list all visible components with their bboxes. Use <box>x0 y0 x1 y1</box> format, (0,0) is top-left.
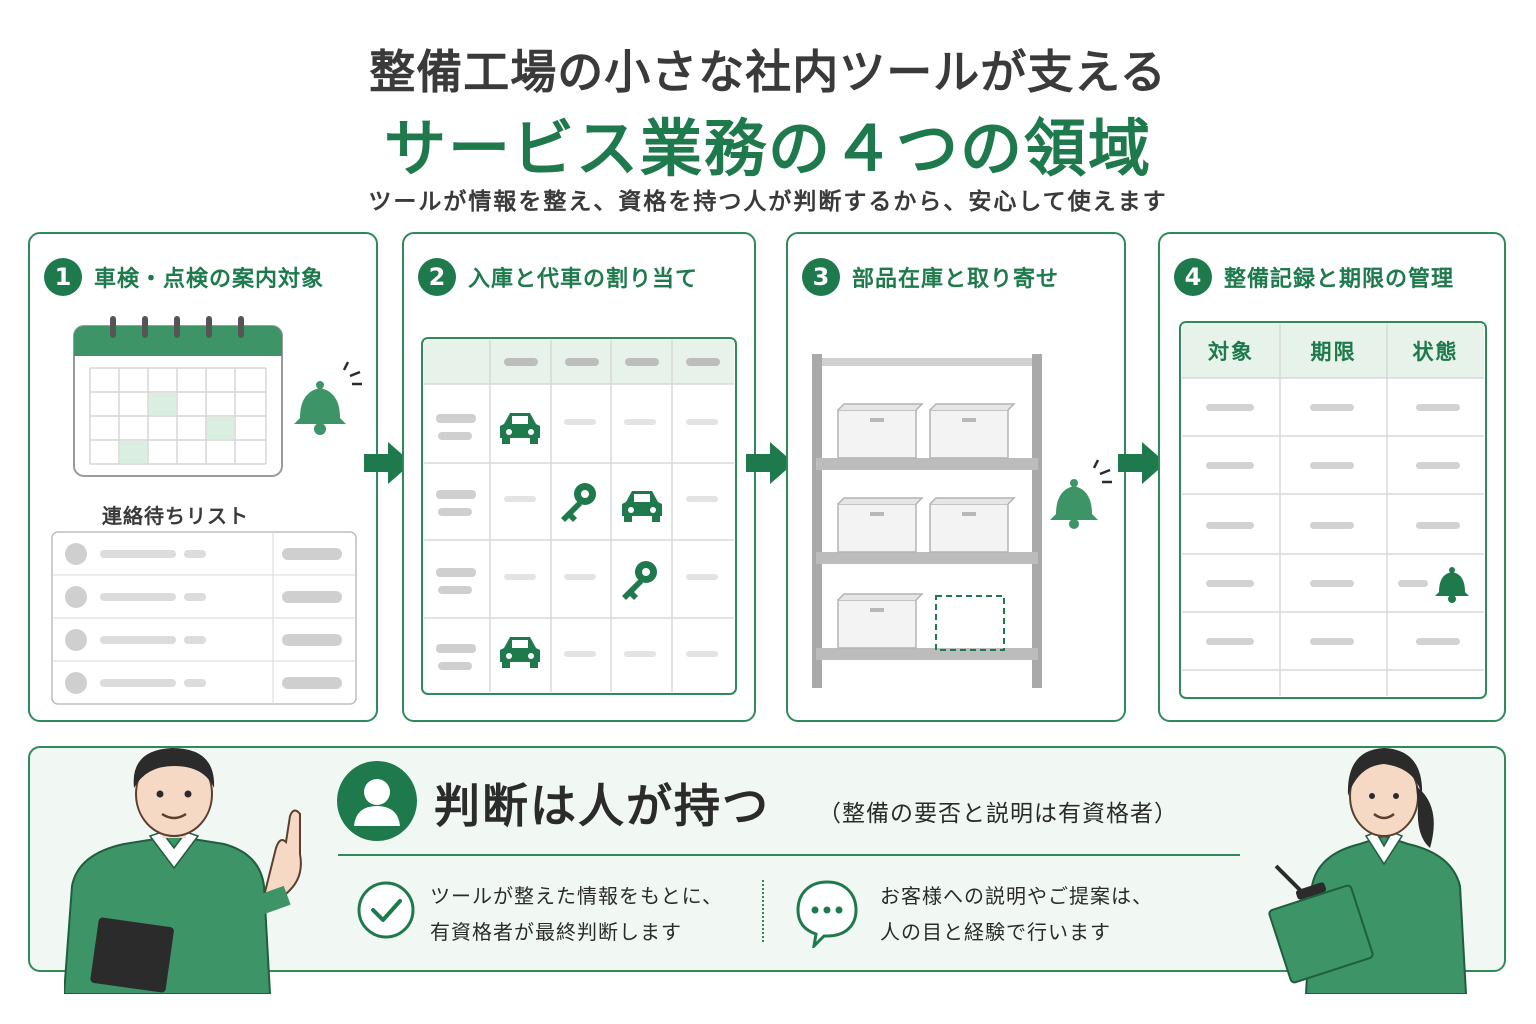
page-title: 整備工場の小さな社内ツールが支える <box>369 45 1167 99</box>
table-header-status: 状態 <box>1412 340 1459 364</box>
panel-maintenance-records: 4 整備記録と期限の管理 対象 期限 状態 <box>1158 232 1506 722</box>
panel-title: 1 車検・点検の案内対象 <box>44 258 324 296</box>
car-icon <box>500 413 540 444</box>
page-subtitle-main: サービス業務の４つの領域 <box>383 112 1152 185</box>
panel-title-text: 整備記録と期限の管理 <box>1224 267 1455 292</box>
panel-title-text: 入庫と代車の割り当て <box>468 267 699 292</box>
car-icon <box>500 637 540 668</box>
bell-icon <box>294 361 362 435</box>
step-number: 4 <box>1174 258 1212 296</box>
point-divider <box>762 880 764 942</box>
panel-inspection-notice: 1 車検・点検の案内対象 <box>28 232 378 722</box>
key-icon <box>622 561 657 600</box>
key-icon <box>561 483 596 522</box>
panel-title: 2 入庫と代車の割り当て <box>418 258 698 296</box>
panel-title: 4 整備記録と期限の管理 <box>1174 258 1454 296</box>
mechanic-illustration-left <box>64 748 302 994</box>
panel-title: 3 部品在庫と取り寄せ <box>802 258 1059 296</box>
divider <box>338 854 1240 856</box>
point1-line2: 有資格者が最終判断します <box>430 920 682 944</box>
mechanic-illustration-right <box>1268 748 1468 994</box>
arrow-right-icon <box>364 442 412 484</box>
panel-title-text: 車検・点検の案内対象 <box>94 267 325 292</box>
point1-line1: ツールが整えた情報をもとに、 <box>430 884 723 908</box>
calendar-icon <box>73 316 283 477</box>
bell-icon <box>1050 459 1112 529</box>
panel-loaner-assignment: 2 入庫と代車の割り当て <box>402 232 756 722</box>
assignment-grid <box>421 337 737 695</box>
person-icon <box>337 761 417 841</box>
records-table <box>1179 321 1487 699</box>
table-header-target: 対象 <box>1208 340 1254 364</box>
box-icon <box>837 403 1016 649</box>
page-tagline: ツールが情報を整え、資格を持つ人が判断するから、安心して使えます <box>368 189 1168 215</box>
panel-parts-inventory: 3 部品在庫と取り寄せ <box>786 232 1126 722</box>
step-number: 1 <box>44 258 82 296</box>
judgement-note: （整備の要否と説明は有資格者） <box>818 801 1178 827</box>
table-header-deadline: 期限 <box>1310 340 1357 364</box>
point2-line1: お客様への説明やご提案は、 <box>880 884 1153 908</box>
check-icon <box>357 881 415 939</box>
judgement-heading: 判断は人が持つ <box>434 779 770 833</box>
arrow-right-icon <box>1118 442 1166 484</box>
speech-bubble-icon <box>796 880 858 948</box>
waiting-list <box>51 531 357 705</box>
shelf-icon <box>812 354 1042 688</box>
point2-line2: 人の目と経験で行います <box>880 920 1111 944</box>
waiting-list-label: 連絡待ちリスト <box>102 504 249 528</box>
step-number: 3 <box>802 258 840 296</box>
panel-title-text: 部品在庫と取り寄せ <box>852 267 1060 292</box>
car-icon <box>622 491 662 522</box>
human-judgement-panel <box>28 746 1506 972</box>
bell-icon <box>1435 567 1469 603</box>
step-number: 2 <box>418 258 456 296</box>
arrow-right-icon <box>746 442 794 484</box>
empty-slot <box>935 595 1005 651</box>
